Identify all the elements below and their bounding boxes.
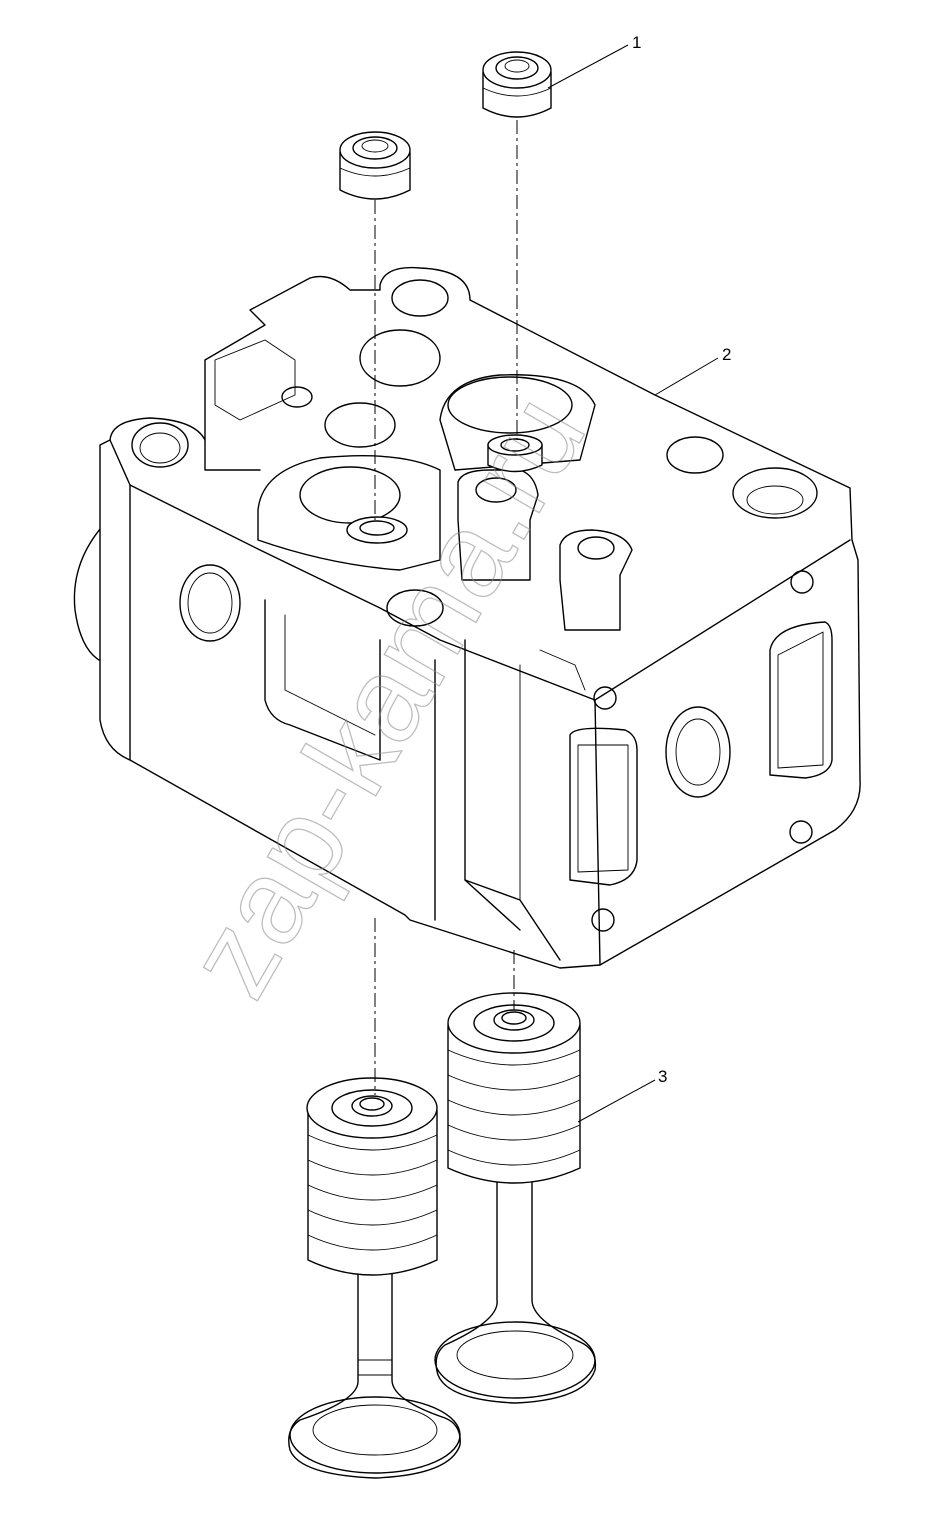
valve-assembly-left — [288, 1077, 461, 1479]
valve-seal-left — [339, 131, 411, 200]
valve-seal-right — [482, 51, 552, 118]
callout-3: 3 — [658, 1067, 667, 1086]
callout-1: 1 — [632, 33, 641, 52]
assembly-axes — [374, 120, 518, 1095]
callout-2: 2 — [722, 345, 731, 364]
cylinder-head — [73, 266, 861, 969]
valve-assembly-right — [434, 992, 597, 1404]
leader-lines — [547, 44, 719, 1123]
